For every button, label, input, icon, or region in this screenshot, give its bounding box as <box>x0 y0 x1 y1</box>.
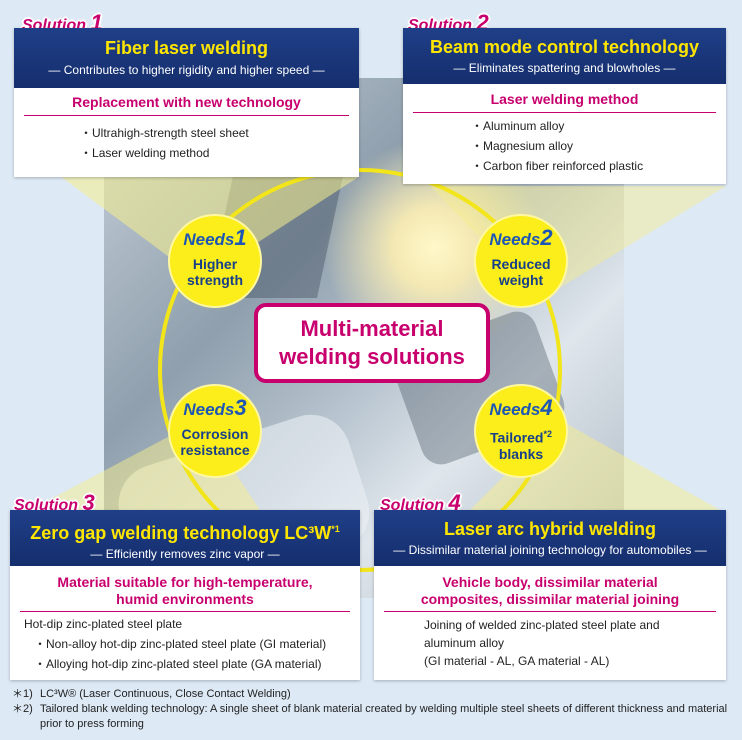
solution-1-card: Fiber laser welding — Contributes to hig… <box>14 28 359 177</box>
divider <box>384 611 716 612</box>
solution-4-text: Joining of welded zinc-plated steel plat… <box>424 618 660 668</box>
divider <box>24 115 349 116</box>
footnote-2: ＊2)Tailored blank welding technology: A … <box>12 703 728 730</box>
solution-1-subtitle: — Contributes to higher rigidity and hig… <box>48 63 325 77</box>
solution-2-title: Beam mode control technology <box>429 37 700 57</box>
solution-3-category: Material suitable for high-temperature,h… <box>57 574 313 607</box>
list-item: ・Non-alloy hot-dip zinc-plated steel pla… <box>34 637 327 651</box>
solution-1-title: Fiber laser welding <box>104 38 269 58</box>
divider <box>20 611 350 612</box>
divider <box>413 112 716 113</box>
list-item: ・Carbon fiber reinforced plastic <box>471 159 644 173</box>
center-title-line2: welding solutions <box>279 344 465 369</box>
center-title-line1: Multi-material <box>300 316 444 341</box>
center-title-box: Multi-material welding solutions <box>254 303 490 383</box>
footnotes: ＊1)LC³W® (Laser Continuous, Close Contac… <box>12 687 732 732</box>
list-item: ・Magnesium alloy <box>471 139 574 153</box>
solution-2-card: Beam mode control technology — Eliminate… <box>403 28 726 184</box>
solution-4-subtitle: — Dissimilar material joining technology… <box>393 543 707 557</box>
list-item: ・Alloying hot-dip zinc-plated steel plat… <box>34 657 322 671</box>
list-item: ・Ultrahigh-strength steel sheet <box>80 126 249 140</box>
solution-3-subtitle: — Efficiently removes zinc vapor — <box>90 547 280 561</box>
list-item: ・Aluminum alloy <box>471 119 565 133</box>
footnote-1: ＊1)LC³W® (Laser Continuous, Close Contac… <box>12 688 291 700</box>
solution-2-subtitle: — Eliminates spattering and blowholes — <box>453 61 676 75</box>
solution-3-title: Zero gap welding technology LC³W*1 <box>30 523 340 543</box>
solution-3-label: Solution 3 <box>14 490 95 515</box>
solution-4-card: Laser arc hybrid welding — Dissimilar ma… <box>374 510 726 680</box>
list-item: ・Laser welding method <box>80 146 210 160</box>
list-lead: Hot-dip zinc-plated steel plate <box>24 617 183 631</box>
solution-2-category: Laser welding method <box>490 91 639 107</box>
solution-1-category: Replacement with new technology <box>72 94 301 110</box>
solution-4-label: Solution 4 <box>380 490 461 515</box>
solution-4-title: Laser arc hybrid welding <box>443 519 657 539</box>
needs-ring <box>158 168 562 572</box>
solution-3-card: Zero gap welding technology LC³W*1 — Eff… <box>10 510 360 680</box>
